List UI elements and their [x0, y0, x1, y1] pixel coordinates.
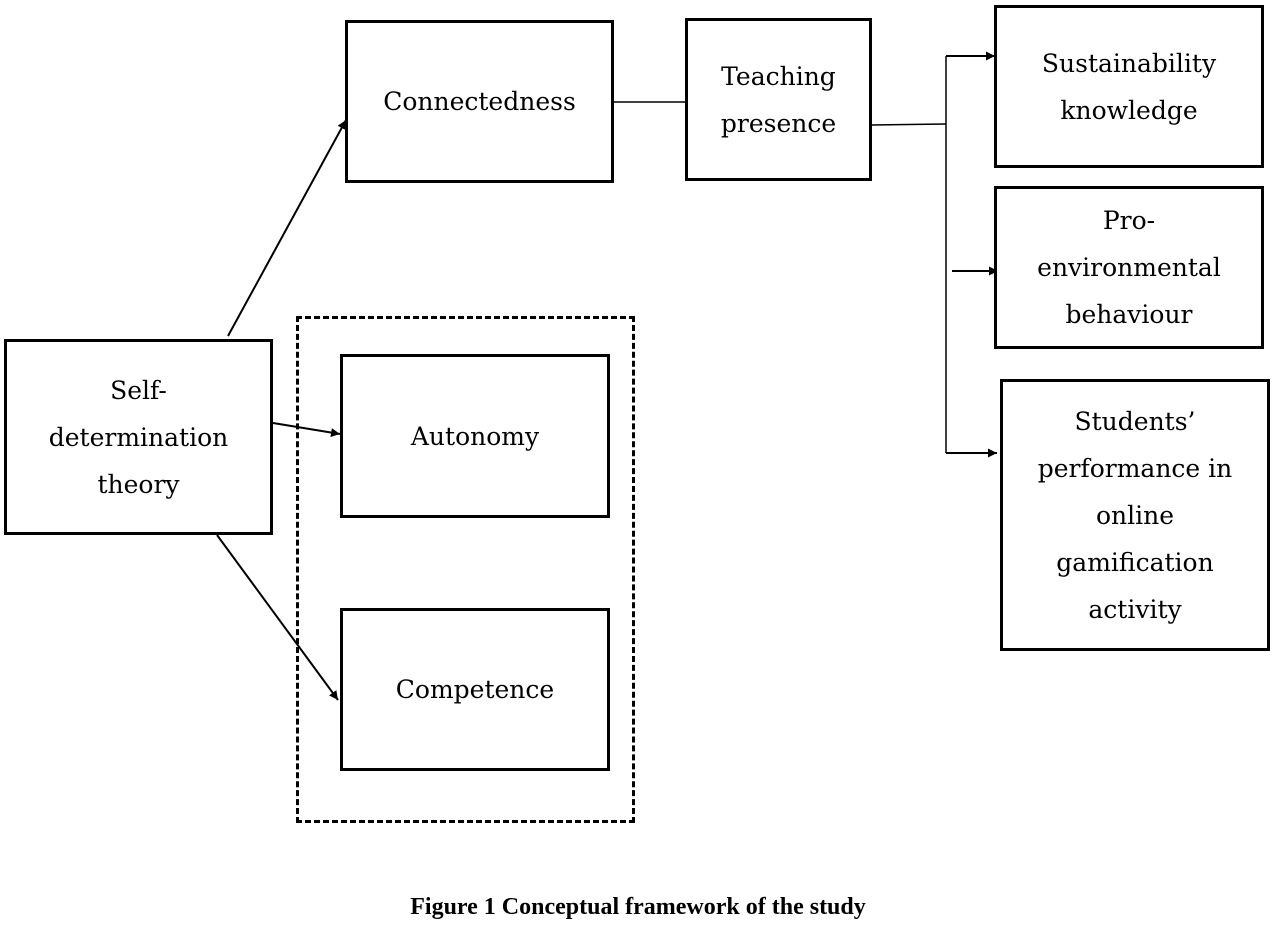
node-competence: Competence: [340, 608, 610, 771]
node-label: Connectedness: [383, 87, 576, 116]
node-self-determination-theory: Self- determination theory: [4, 339, 273, 535]
node-autonomy: Autonomy: [340, 354, 610, 518]
node-students-performance: Students’ performance in online gamifica…: [1000, 379, 1270, 651]
node-label: Pro- environmental behaviour: [1037, 206, 1221, 329]
node-label: Autonomy: [410, 421, 540, 451]
node-label: Sustainability knowledge: [1041, 48, 1217, 125]
figure-caption: Figure 1 Conceptual framework of the stu…: [410, 894, 866, 920]
node-sustainability-knowledge: Sustainability knowledge: [994, 5, 1264, 168]
edge-self-determination-to-competence: [216, 534, 339, 701]
node-pro-environmental-behaviour: Pro- environmental behaviour: [994, 186, 1264, 349]
edge-teaching-presence-trunk: [870, 123, 947, 126]
node-label: Teaching presence: [720, 61, 837, 138]
node-label: Competence: [395, 675, 555, 704]
dashed-group-autonomy-competence: [296, 316, 635, 823]
node-label: Students’ performance in online gamifica…: [1037, 406, 1233, 624]
node-label: Self- determination theory: [48, 375, 229, 499]
edge-self-determination-to-connectedness: [227, 119, 347, 337]
node-connectedness: Connectedness: [345, 20, 614, 183]
node-teaching-presence: Teaching presence: [685, 18, 872, 181]
edge-self-determination-to-autonomy: [272, 422, 341, 437]
